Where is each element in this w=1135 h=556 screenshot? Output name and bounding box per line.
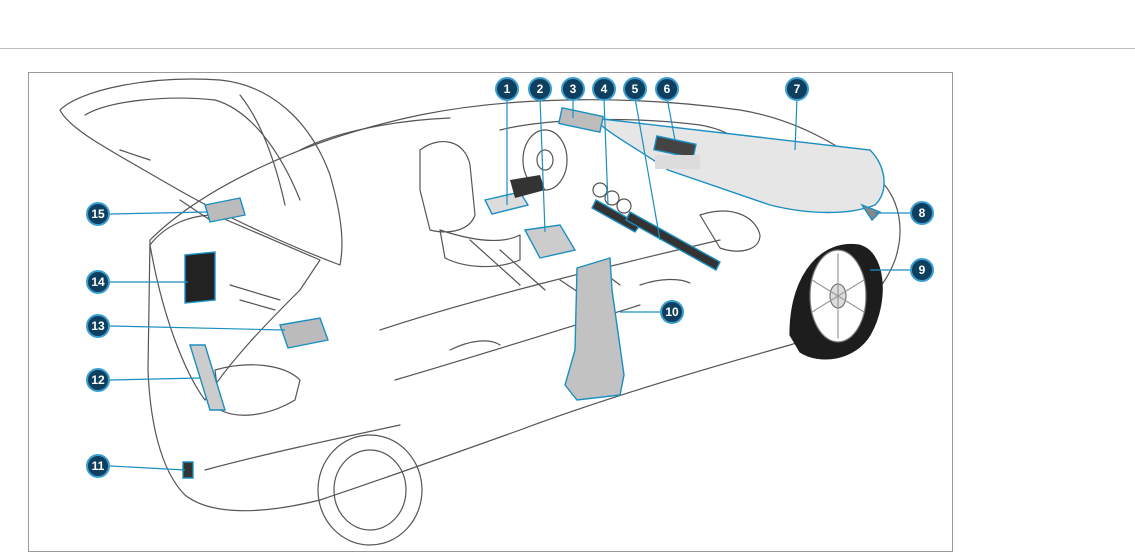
callout-14: 14 xyxy=(87,271,109,293)
highlighted-components xyxy=(183,108,884,478)
callout-12-label: 12 xyxy=(91,373,105,387)
callout-11: 11 xyxy=(87,455,109,477)
windshield-zone xyxy=(593,118,884,213)
callout-2: 2 xyxy=(529,78,551,100)
callout-14-label: 14 xyxy=(91,275,105,289)
callout-4-label: 4 xyxy=(601,82,608,96)
callout-9-label: 9 xyxy=(919,263,926,277)
callout-5-label: 5 xyxy=(632,82,639,96)
callout-1-label: 1 xyxy=(504,82,511,96)
callout-5: 5 xyxy=(624,78,646,100)
callout-8: 8 xyxy=(911,202,933,224)
tailgate xyxy=(60,79,342,265)
callout-8-label: 8 xyxy=(919,206,926,220)
callout-15: 15 xyxy=(87,203,109,225)
callout-11-label: 11 xyxy=(92,459,105,473)
front-wheel xyxy=(790,244,882,358)
callout-7: 7 xyxy=(786,78,808,100)
overhead-module xyxy=(559,108,603,132)
callout-3: 3 xyxy=(562,78,584,100)
callout-10: 10 xyxy=(661,301,683,323)
callout-13: 13 xyxy=(87,315,109,337)
dash-strip-2 xyxy=(626,212,720,270)
callout-15-label: 15 xyxy=(91,207,105,221)
callout-7-label: 7 xyxy=(794,82,801,96)
b-pillar xyxy=(565,258,624,400)
tailgate-lamp xyxy=(205,198,245,222)
sensor-panel xyxy=(655,155,700,169)
control-panel xyxy=(185,252,215,303)
callout-13-label: 13 xyxy=(91,319,105,333)
rear-wheel xyxy=(318,435,422,545)
callout-2-label: 2 xyxy=(537,82,544,96)
dashboard-socket xyxy=(510,175,545,198)
callout-6-label: 6 xyxy=(664,82,671,96)
callout-4: 4 xyxy=(593,78,615,100)
callout-3-label: 3 xyxy=(570,82,577,96)
cargo-side-panel xyxy=(280,318,328,348)
center-console xyxy=(525,225,575,258)
callout-12: 12 xyxy=(87,369,109,391)
trunk-sill xyxy=(190,345,225,410)
callout-6: 6 xyxy=(656,78,678,100)
callout-9: 9 xyxy=(911,259,933,281)
callout-1: 1 xyxy=(496,78,518,100)
cargo-area xyxy=(150,215,320,415)
callout-10-label: 10 xyxy=(665,305,679,319)
